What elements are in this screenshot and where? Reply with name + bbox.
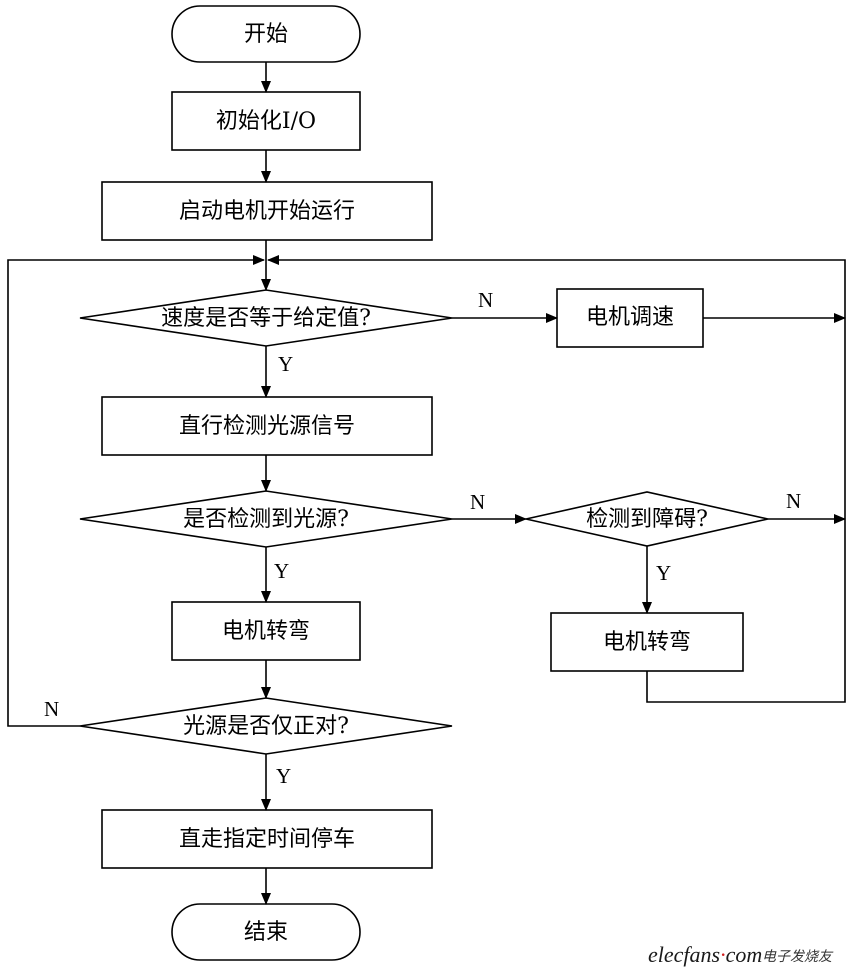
end-text: 结束 (244, 920, 288, 945)
facing-yes-label: Y (276, 764, 291, 788)
go-straight-stop-box (101, 809, 433, 869)
turn-left-text: 电机转弯 (222, 619, 310, 644)
speed-no-label: N (478, 288, 493, 312)
start-motor-text: 启动电机开始运行 (179, 199, 355, 224)
speed-check-text: 速度是否等于给定值? (161, 306, 371, 331)
obstacle-yes-label: Y (656, 561, 671, 585)
light-yes-label: Y (274, 559, 289, 583)
facing-diamond (79, 697, 453, 755)
detect-light-text: 直行检测光源信号 (179, 414, 355, 439)
light-no-label: N (470, 490, 485, 514)
elecfans-watermark: elecfans·com 电子发烧友 (648, 942, 834, 967)
turn-right-text: 电机转弯 (603, 630, 691, 655)
init-io-box (171, 91, 361, 151)
obstacle-text: 检测到障碍? (586, 507, 708, 532)
turn-left-box (171, 601, 361, 661)
obstacle-no-label: N (786, 489, 801, 513)
loop-right-bus (267, 255, 846, 703)
init-io-text: 初始化I/O (216, 109, 316, 134)
start-text: 开始 (244, 22, 288, 47)
light-found-text: 是否检测到光源? (183, 507, 349, 532)
facing-no-label: N (44, 697, 59, 721)
go-straight-stop-text: 直走指定时间停车 (179, 827, 355, 852)
watermark-cn: 电子发烧友 (762, 949, 834, 965)
speed-yes-label: Y (278, 352, 293, 376)
facing-text: 光源是否仅正对? (183, 714, 349, 739)
detect-light-box (101, 396, 433, 456)
adjust-speed-text: 电机调速 (586, 305, 674, 330)
loop-left-bus (7, 255, 265, 727)
watermark-logo: elecfans·com (648, 942, 762, 967)
